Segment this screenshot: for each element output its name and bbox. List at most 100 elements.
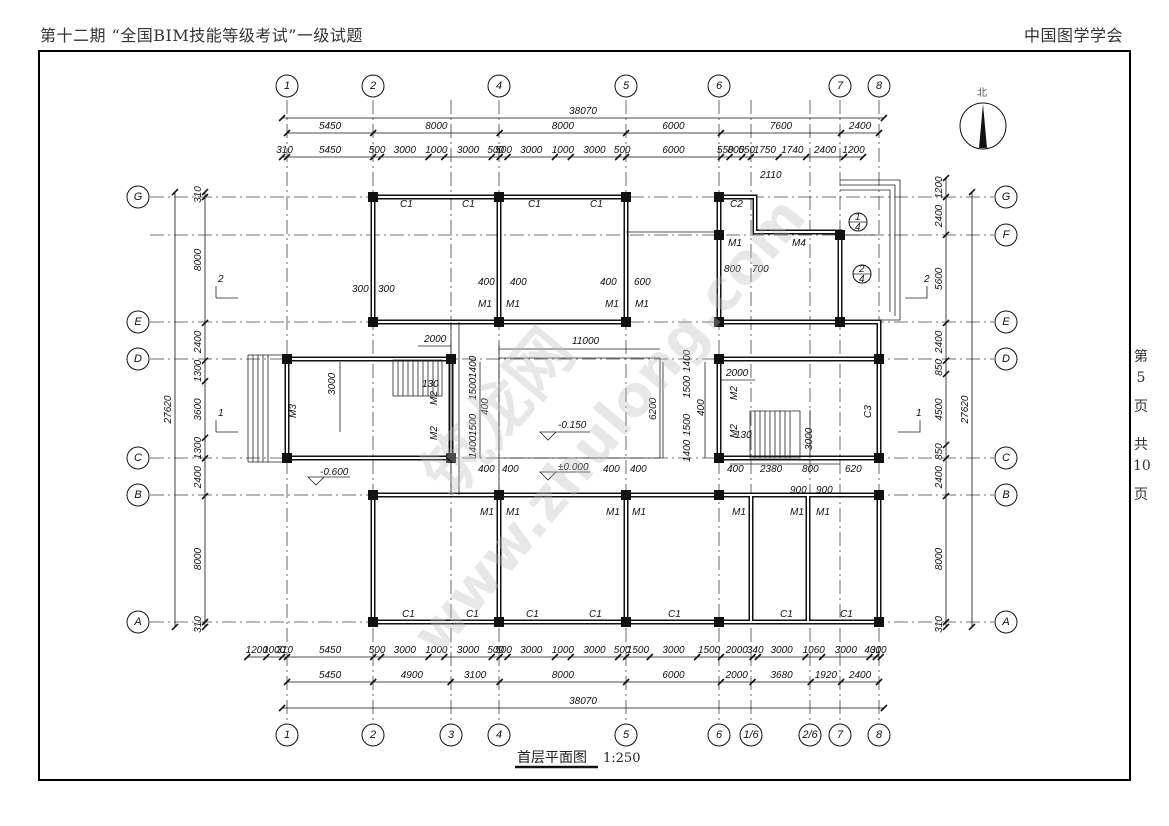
column [714, 490, 724, 500]
elevation-hall: -0.150 [558, 420, 587, 431]
window-c1: C1 [668, 609, 681, 620]
axis-bubble-3: 3 [439, 723, 463, 747]
axis-bubble-label: 1/6 [743, 729, 759, 741]
top-detail-dimension-value: 800 [728, 145, 745, 156]
axis-bubble-label: 1 [284, 80, 290, 92]
axis-bubble-7: 7 [828, 723, 852, 747]
bottom-detail-dimension-value: 500 [369, 645, 386, 656]
axis-bubble-circle [126, 610, 150, 634]
bottom-detail-dimension-value: 3000 [457, 645, 480, 656]
axis-bubble-B: B [994, 483, 1018, 507]
axis-bubble-8: 8 [867, 723, 891, 747]
door-m1: M1 [605, 299, 619, 310]
dim-900: 900 [790, 485, 807, 496]
column [282, 453, 292, 463]
axis-bubble-label: D [134, 353, 142, 365]
columns [282, 192, 884, 627]
top-detail-dimension-value: 550 [717, 145, 734, 156]
right-detail-dimension-value: 2400 [934, 466, 945, 490]
axis-bubble-label: G [134, 191, 143, 203]
dim-2110: 2110 [759, 170, 782, 181]
left-detail-dimension-value: 2400 [193, 466, 204, 490]
bottom-detail-dimension-value: 3000 [770, 645, 793, 656]
bottom-detail-dimension-value: 400 [864, 645, 881, 656]
column [874, 490, 884, 500]
axis-bubble-label: 8 [876, 80, 883, 92]
bottom-detail-dimension-value: 1060 [803, 645, 826, 656]
column [714, 453, 724, 463]
column [368, 317, 378, 327]
axis-bubble-C: C [126, 446, 150, 470]
north-label: 北 [977, 87, 987, 99]
door-m1: M1 [478, 299, 492, 310]
column [621, 192, 631, 202]
axis-bubble-label: C [134, 452, 142, 464]
drawing-frame [38, 50, 1131, 781]
top-detail-dimension-value: 500 [487, 145, 504, 156]
right-detail-dimension-value: 2400 [934, 204, 945, 228]
dim-400: 400 [502, 464, 519, 475]
dim-stair-run-right: 3000 [804, 427, 815, 450]
top-detail-dimension-value: 3000 [583, 145, 606, 156]
door-m1: M1 [480, 507, 494, 518]
elevation-outside: -0.600 [320, 467, 349, 478]
dim-800: 800 [724, 264, 741, 275]
right-detail-dimension-value: 850 [934, 443, 945, 460]
door-m1: M1 [632, 507, 646, 518]
axis-bubble-label: 5 [623, 80, 630, 92]
axis-bubble-label: 2/6 [801, 729, 818, 741]
column [874, 617, 884, 627]
bottom-axis-dimension-value: 2000 [725, 670, 749, 681]
page-label-ye: 页 [1134, 399, 1148, 415]
axis-bubble-C: C [994, 446, 1018, 470]
axis-bubble-E: E [126, 310, 150, 334]
axis-bubble-circle [614, 723, 638, 747]
top-detail-dimension-value: 3000 [394, 145, 417, 156]
window-c1: C1 [840, 609, 853, 620]
axis-bubble-5: 5 [614, 74, 638, 98]
axis-bubble-label: 5 [623, 729, 630, 741]
dim-stair-width: 2000 [423, 334, 447, 345]
bottom-detail-dimension-value: 500 [495, 645, 512, 656]
thin-lines [215, 179, 928, 495]
bottom-axis-dimension-value: 1920 [815, 670, 838, 681]
right-detail-dimension-value: 1200 [934, 176, 945, 199]
window-c1: C1 [402, 609, 415, 620]
right-detail-dimension-value: 8000 [934, 547, 945, 570]
section-mark-2: 2 [217, 274, 224, 285]
top-detail-dimension-value: 3000 [520, 145, 543, 156]
window-c1: C1 [780, 609, 793, 620]
right-total-dimension-value: 27620 [960, 395, 971, 424]
column [714, 317, 724, 327]
axis-bubble-label: 6 [716, 80, 723, 92]
axis-bubble-circle [126, 483, 150, 507]
axis-bubble-circle [361, 723, 385, 747]
section-mark-1: 1 [218, 408, 224, 419]
axis-bubble-4: 4 [487, 723, 511, 747]
left-total-dimension-value: 27620 [163, 395, 174, 424]
top-axis-dimension-value: 7600 [770, 121, 793, 132]
bottom-detail-dimension-value: 340 [747, 645, 764, 656]
bottom-axis-dimension-value: 3680 [770, 670, 793, 681]
window-c1: C1 [466, 609, 479, 620]
bottom-detail-dimension-value: 3000 [394, 645, 417, 656]
left-detail-dimension-value: 2400 [193, 330, 204, 354]
top-detail-dimension-value: 6000 [662, 145, 685, 156]
column [368, 490, 378, 500]
bottom-detail-dimension-value: 1500 [698, 645, 721, 656]
detail-ref-1-sheet: 4 [855, 222, 861, 233]
stair-slope: 130 [422, 379, 439, 390]
axis-bubble-4: 4 [487, 74, 511, 98]
axis-bubble-circle [614, 74, 638, 98]
wall-inner-line [498, 196, 627, 323]
axis-bubble-B: B [126, 483, 150, 507]
axis-bubble-G: G [994, 185, 1018, 209]
window-c3: C3 [863, 405, 874, 418]
door-m3: M3 [288, 404, 299, 418]
axis-bubble-circle [126, 446, 150, 470]
axis-bubble-circle [994, 483, 1018, 507]
top-detail-dimension-value: 500 [614, 145, 631, 156]
